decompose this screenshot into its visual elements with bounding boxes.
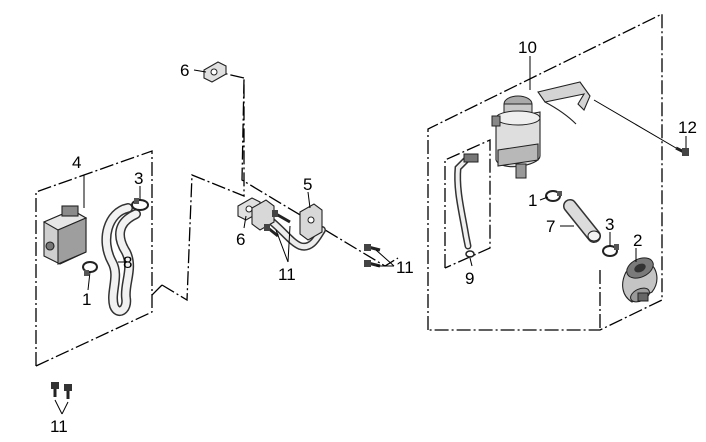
callout-6-mid: 6 [236,230,245,249]
part-8-hose [101,203,141,316]
callout-9: 9 [465,269,474,288]
callout-10: 10 [518,38,537,57]
part-11-bolts-bottom [51,382,72,399]
callout-11-center: 11 [278,265,296,284]
callout-labels: 4 3 8 1 6 6 5 11 11 11 10 12 9 1 7 3 2 [50,38,697,436]
frame-middle [161,77,399,302]
callout-5: 5 [303,175,312,194]
part-6-gasket-top [203,61,227,83]
part-2-damper [622,257,658,303]
callout-8: 8 [123,253,132,272]
frame-inner-hose [444,138,491,269]
part-1-clamp-right [545,190,562,202]
part-11-bolts-center [264,210,291,238]
frame-right [427,12,663,331]
connector-line-left [151,284,163,296]
callout-11-right: 11 [396,258,414,277]
callout-1-right: 1 [528,191,537,210]
callout-1-left: 1 [82,290,91,309]
callout-6-top: 6 [180,61,189,80]
part-5-pipe [251,199,326,251]
callout-4: 4 [72,153,81,172]
part-3-clamp-right [602,244,619,257]
callout-11-bottom: 11 [50,417,68,436]
callout-3-left: 3 [134,169,143,188]
callout-2: 2 [633,231,642,250]
part-7-tube [563,199,601,243]
frame-left-panel [35,150,153,367]
assembly-frames [35,12,663,367]
part-10-canister [491,81,591,179]
leader-lines [54,56,687,415]
part-12-bolt [675,146,689,156]
callout-7: 7 [546,217,555,236]
callout-12: 12 [678,118,697,137]
part-9-hose [454,153,479,258]
part-4-bracket [42,205,88,265]
callout-3-right: 3 [605,215,614,234]
